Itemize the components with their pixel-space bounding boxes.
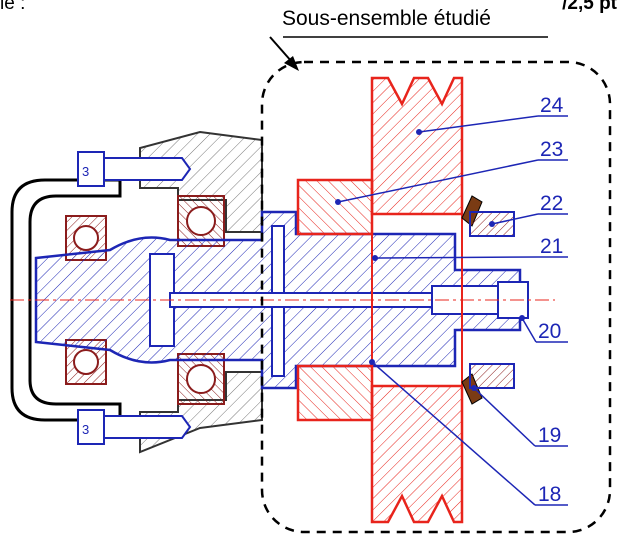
bearings: [65, 195, 225, 405]
label-arrow: [269, 36, 293, 63]
leader-dots: [335, 129, 525, 391]
header-left-fragment: le :: [0, 0, 26, 14]
gear-hub: [296, 178, 374, 422]
subassembly-label: Sous-ensemble étudié: [282, 7, 491, 30]
washer-and-nut: [461, 195, 515, 405]
part-label-22: 22: [540, 192, 564, 215]
leader-lines: [337, 115, 568, 506]
header-points-fragment: /2,5 pt: [562, 0, 617, 14]
part-label-24: 24: [540, 94, 564, 117]
part-label-20: 20: [538, 320, 562, 343]
label-arrowhead: [284, 56, 299, 71]
shaft: [10, 210, 555, 390]
part-label-23: 23: [540, 138, 564, 161]
cap-screws: 3 3: [77, 151, 192, 445]
part-label-18: 18: [538, 483, 562, 506]
svg-text:3: 3: [82, 164, 89, 179]
part-label-19: 19: [538, 424, 562, 447]
svg-text:3: 3: [82, 422, 89, 437]
part-label-21: 21: [540, 235, 564, 258]
subassembly-boundary: [260, 60, 612, 534]
